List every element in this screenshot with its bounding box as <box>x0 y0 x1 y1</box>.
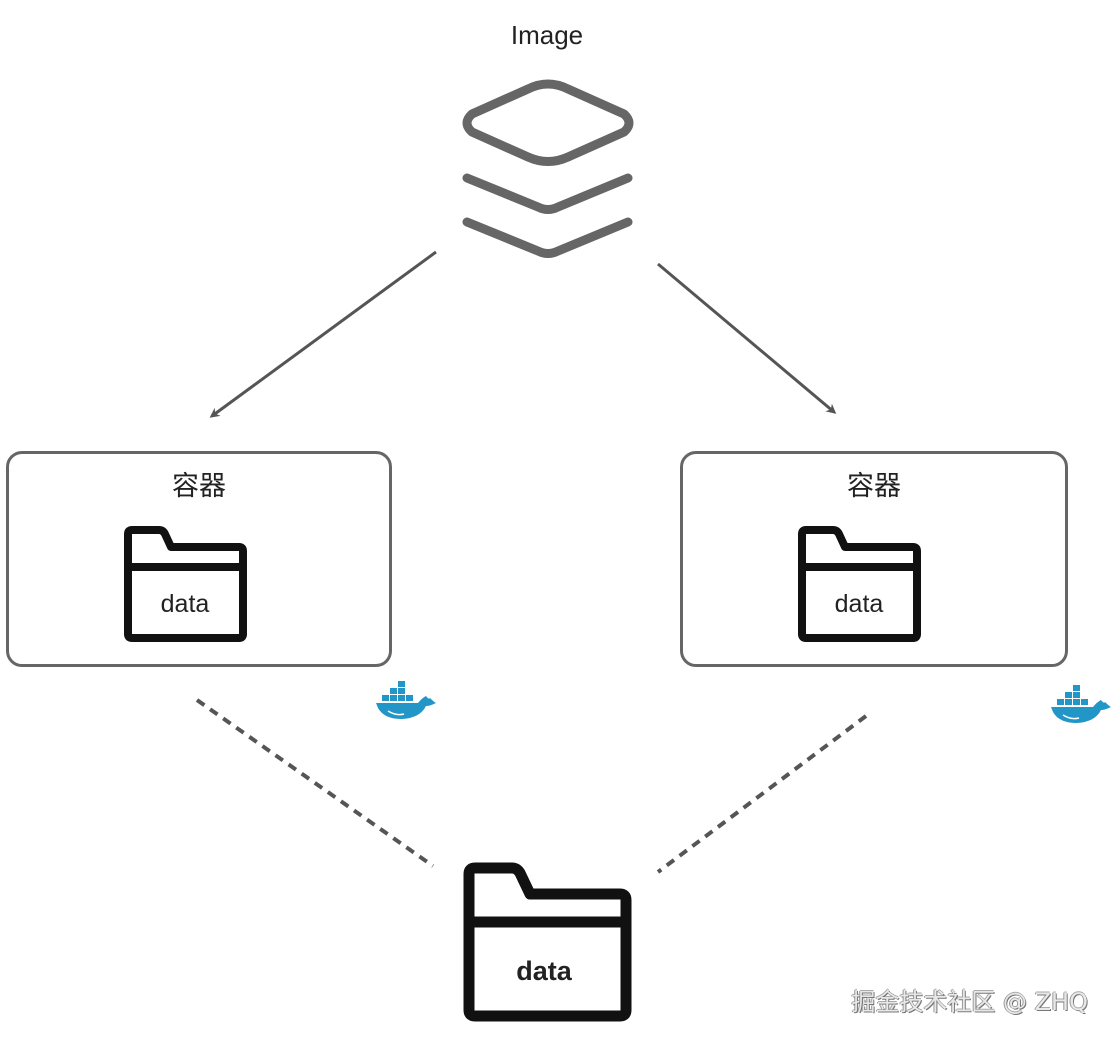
host-data-folder-icon: data <box>463 862 632 1022</box>
container-box-right: 容器 data <box>680 451 1068 667</box>
container-label: 容器 <box>172 471 226 502</box>
container-box-left: 容器 data <box>6 451 392 667</box>
container-label: 容器 <box>847 471 901 502</box>
host-folder-label: data <box>516 956 573 986</box>
layers-icon <box>462 79 634 258</box>
folder-label: data <box>161 590 210 618</box>
arrow-image-to-right-container <box>657 262 837 414</box>
watermark: 掘金技术社区 @ ZHQ <box>851 988 1088 1016</box>
folder-icon: data <box>798 526 921 642</box>
docker-whale-icon <box>376 681 436 719</box>
arrow-image-to-left-container <box>209 250 437 418</box>
image-label: Image <box>510 20 584 50</box>
folder-icon: data <box>124 526 247 642</box>
mount-right-dashed-line <box>656 714 868 874</box>
docker-whale-icon <box>1051 685 1111 723</box>
folder-label: data <box>835 590 884 618</box>
mount-left-dashed-line <box>195 698 435 868</box>
